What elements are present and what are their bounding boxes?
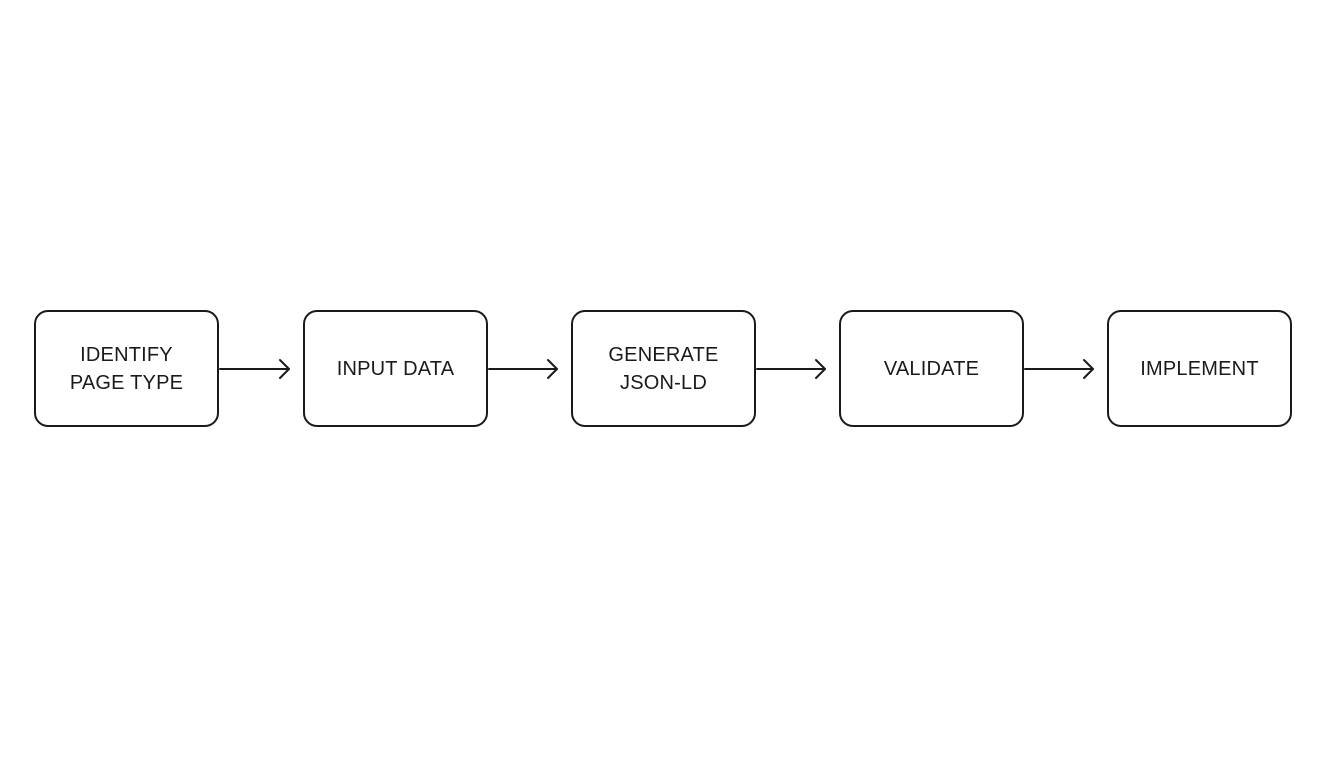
step-input-data: INPUT DATA bbox=[303, 310, 488, 427]
step-identify-page-type: IDENTIFY PAGE TYPE bbox=[34, 310, 219, 427]
arrow-4-to-5 bbox=[1024, 359, 1094, 379]
step-label: INPUT DATA bbox=[336, 357, 455, 380]
arrow-3-to-4 bbox=[756, 359, 826, 379]
arrow-2-to-3 bbox=[488, 359, 558, 379]
step-label: IDENTIFY PAGE TYPE bbox=[69, 343, 184, 394]
step-generate-json-ld: GENERATE JSON-LD bbox=[571, 310, 756, 427]
step-implement: IMPLEMENT bbox=[1107, 310, 1292, 427]
step-validate: VALIDATE bbox=[839, 310, 1024, 427]
step-label: IMPLEMENT bbox=[1140, 357, 1259, 380]
step-label: VALIDATE bbox=[883, 357, 980, 380]
step-label: GENERATE JSON-LD bbox=[608, 343, 719, 394]
arrow-1-to-2 bbox=[219, 359, 290, 379]
